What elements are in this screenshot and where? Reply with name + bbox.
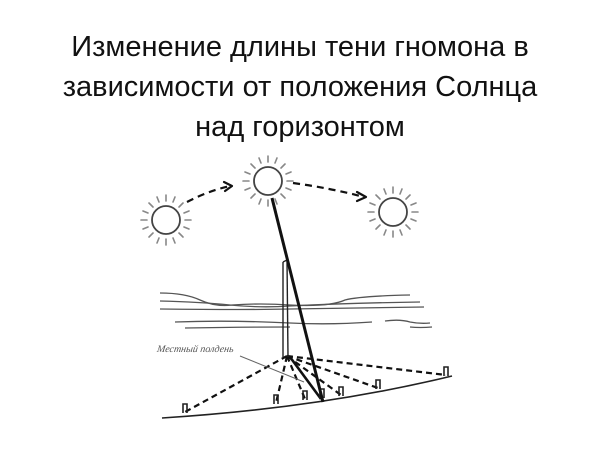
title-line-3: над горизонтом [195, 111, 405, 143]
sun-ray-line [270, 197, 325, 403]
shadow-lines [184, 354, 447, 413]
noon-shadow-line [288, 356, 323, 400]
sun-path-arrows [186, 180, 368, 203]
horizon-lines [159, 292, 433, 329]
title-line-1: Изменение длины тени гномона в [71, 31, 529, 63]
ground-arc [161, 375, 453, 419]
sun-noon-icon [242, 155, 294, 207]
local-noon-label: Местный полдень [156, 344, 235, 355]
title-line-2: зависимости от положения Солнца [62, 71, 538, 103]
slide-title: Изменение длины тени гномона в зависимос… [0, 27, 600, 147]
sun-morning-icon [140, 194, 192, 246]
sun-evening-icon [367, 186, 419, 238]
caption-pointer [239, 355, 305, 383]
